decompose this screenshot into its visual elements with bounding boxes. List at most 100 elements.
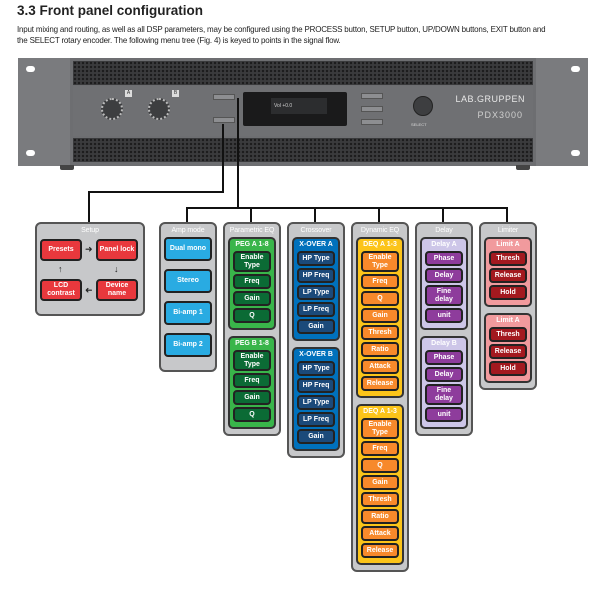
- submenu-title: Limit A: [496, 241, 520, 248]
- menu-item-hp-type[interactable]: HP Type: [297, 251, 335, 266]
- select-label: SELECT: [411, 122, 427, 127]
- menu-item-lp-type[interactable]: LP Type: [297, 395, 335, 410]
- menu-item-hold[interactable]: Hold: [489, 361, 527, 376]
- menu-item-attack[interactable]: Attack: [361, 526, 399, 541]
- menu-item-fine-delay[interactable]: Fine delay: [425, 285, 463, 306]
- group-title: Limiter: [497, 227, 519, 234]
- menu-item-thresh[interactable]: Thresh: [489, 327, 527, 342]
- gain-knob-a[interactable]: [101, 98, 123, 120]
- submenu-title: Delay B: [431, 340, 457, 347]
- signal-wire: [186, 207, 506, 209]
- menu-item-q[interactable]: Q: [233, 407, 271, 422]
- menu-item-ratio[interactable]: Ratio: [361, 342, 399, 357]
- submenu-title: X-OVER B: [299, 351, 333, 358]
- menu-item-release[interactable]: Release: [489, 344, 527, 359]
- menu-item-gain[interactable]: Gain: [233, 390, 271, 405]
- menu-item-bi-amp-2[interactable]: Bi-amp 2: [164, 333, 212, 357]
- menu-item-release[interactable]: Release: [489, 268, 527, 283]
- top-grille: [73, 61, 533, 85]
- signal-wire: [88, 191, 90, 222]
- menu-item-thresh[interactable]: Thresh: [361, 492, 399, 507]
- down-button[interactable]: [361, 119, 383, 125]
- menu-item-hp-freq[interactable]: HP Freq: [297, 268, 335, 283]
- setup-presets[interactable]: Presets: [40, 239, 82, 261]
- section-heading: 3.3 Front panel configuration: [17, 3, 204, 18]
- setup-device-name[interactable]: Device name: [96, 279, 138, 301]
- menu-item-stereo[interactable]: Stereo: [164, 269, 212, 293]
- signal-wire: [378, 207, 380, 222]
- knob-b-label: B: [172, 90, 179, 97]
- signal-wire: [250, 207, 252, 222]
- menu-item-delay[interactable]: Delay: [425, 367, 463, 382]
- menu-item-q[interactable]: Q: [361, 291, 399, 306]
- menu-item-hp-type[interactable]: HP Type: [297, 361, 335, 376]
- display-window: Vol +0.0: [243, 92, 347, 126]
- menu-item-phase[interactable]: Phase: [425, 251, 463, 266]
- setup-lcd-contrast[interactable]: LCD contrast: [40, 279, 82, 301]
- menu-item-ratio[interactable]: Ratio: [361, 509, 399, 524]
- menu-item-unit[interactable]: unit: [425, 308, 463, 323]
- menu-item-gain[interactable]: Gain: [361, 475, 399, 490]
- menu-item-enable-type[interactable]: Enable Type: [233, 350, 271, 371]
- control-panel: A B Vol +0.0 SELECT LAB.GRUPPEN PDX3000: [73, 86, 533, 136]
- menu-item-dual-mono[interactable]: Dual mono: [164, 237, 212, 261]
- menu-item-gain[interactable]: Gain: [297, 319, 335, 334]
- submenu-title: DEQ A 1-3: [363, 241, 397, 248]
- model-name: PDX3000: [477, 110, 523, 120]
- setup-button[interactable]: [213, 117, 235, 123]
- menu-item-enable-type[interactable]: Enable Type: [361, 418, 399, 439]
- menu-item-bi-amp-1[interactable]: Bi-amp 1: [164, 301, 212, 325]
- submenu-title: DEQ A 1-3: [363, 408, 397, 415]
- menu-item-freq[interactable]: Freq: [233, 274, 271, 289]
- menu-item-enable-type[interactable]: Enable Type: [361, 251, 399, 272]
- menu-item-gain[interactable]: Gain: [297, 429, 335, 444]
- menu-item-attack[interactable]: Attack: [361, 359, 399, 374]
- menu-item-lp-type[interactable]: LP Type: [297, 285, 335, 300]
- group-title: Crossover: [300, 227, 332, 234]
- menu-item-delay[interactable]: Delay: [425, 268, 463, 283]
- menu-item-enable-type[interactable]: Enable Type: [233, 251, 271, 272]
- exit-button[interactable]: [361, 106, 383, 112]
- menu-item-phase[interactable]: Phase: [425, 350, 463, 365]
- menu-item-freq[interactable]: Freq: [361, 274, 399, 289]
- menu-item-freq[interactable]: Freq: [233, 373, 271, 388]
- signal-wire: [314, 207, 316, 222]
- menu-item-thresh[interactable]: Thresh: [489, 251, 527, 266]
- menu-item-lp-freq[interactable]: LP Freq: [297, 302, 335, 317]
- menu-item-freq[interactable]: Freq: [361, 441, 399, 456]
- menu-item-thresh[interactable]: Thresh: [361, 325, 399, 340]
- menu-item-q[interactable]: Q: [233, 308, 271, 323]
- group-title: Amp mode: [171, 227, 205, 234]
- menu-item-fine-delay[interactable]: Fine delay: [425, 384, 463, 405]
- up-button[interactable]: [361, 93, 383, 99]
- menu-item-hold[interactable]: Hold: [489, 285, 527, 300]
- menu-item-release[interactable]: Release: [361, 376, 399, 391]
- signal-wire: [186, 207, 188, 222]
- menu-item-hp-freq[interactable]: HP Freq: [297, 378, 335, 393]
- menu-item-gain[interactable]: Gain: [361, 308, 399, 323]
- menu-item-lp-freq[interactable]: LP Freq: [297, 412, 335, 427]
- arrow-right-icon: ➜: [85, 244, 93, 254]
- select-encoder[interactable]: [413, 96, 433, 116]
- setup-panel-lock[interactable]: Panel lock: [96, 239, 138, 261]
- lcd-screen: Vol +0.0: [271, 98, 327, 114]
- menu-item-gain[interactable]: Gain: [233, 291, 271, 306]
- intro-paragraph: Input mixing and routing, as well as all…: [17, 24, 546, 45]
- process-button[interactable]: [213, 94, 235, 100]
- signal-wire: [222, 124, 224, 192]
- menu-item-release[interactable]: Release: [361, 543, 399, 558]
- menu-item-unit[interactable]: unit: [425, 407, 463, 422]
- group-title: Parametric EQ: [229, 227, 275, 234]
- gain-knob-b[interactable]: [148, 98, 170, 120]
- rack-ear-left: [18, 58, 70, 166]
- menu-item-q[interactable]: Q: [361, 458, 399, 473]
- amplifier-front-panel: A B Vol +0.0 SELECT LAB.GRUPPEN PDX3000: [18, 58, 588, 170]
